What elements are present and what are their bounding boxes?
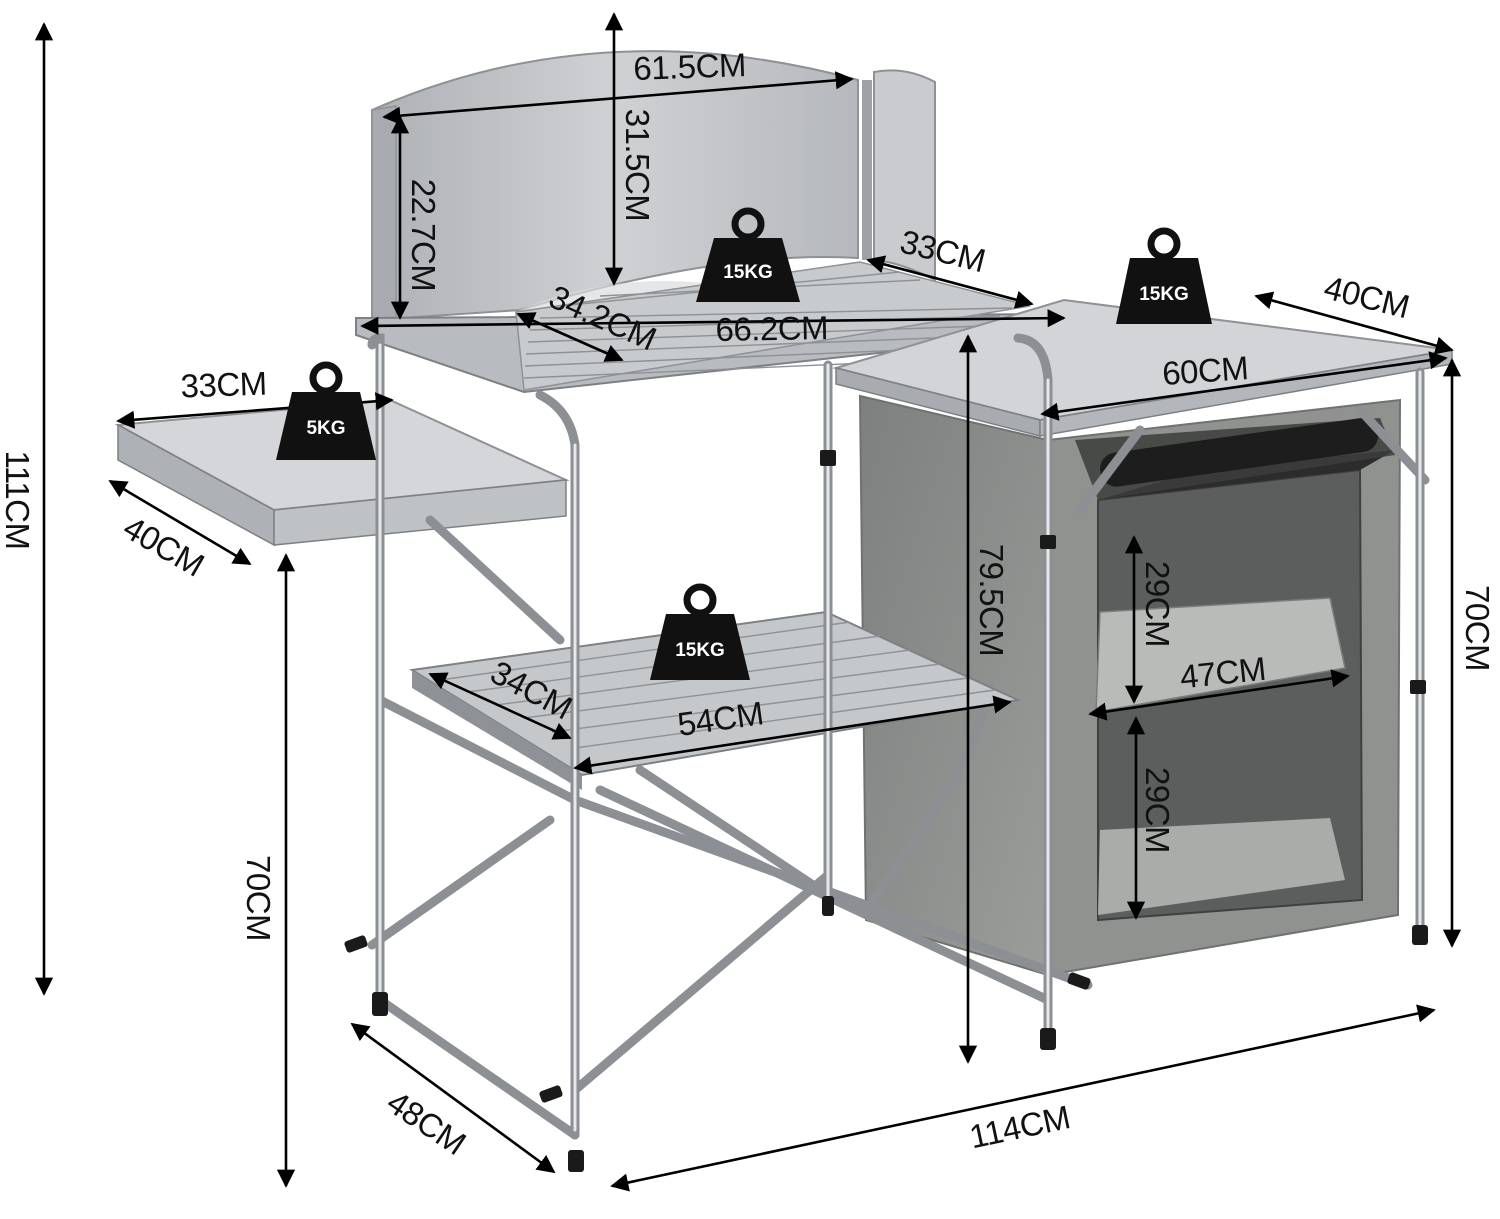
- weight-icon-grill-table: 15KG: [696, 207, 800, 302]
- label-windscreen-height-center: 31.5CM: [619, 109, 656, 222]
- label-side-table-width: 33CM: [180, 365, 267, 405]
- label-grill-table-width: 66.2CM: [715, 309, 828, 348]
- weight-icon-cabinet-top: 15KG: [1116, 227, 1212, 324]
- label-windscreen-width: 61.5CM: [633, 46, 747, 87]
- arrow-side-table-depth: [108, 479, 252, 566]
- arrow-grill-table-width: [360, 309, 1066, 335]
- label-side-table-depth: 40CM: [117, 509, 210, 584]
- arrow-cabinet-top-depth: [1254, 291, 1454, 355]
- arrow-side-wing-width: [866, 255, 1034, 309]
- label-side-table-height: 70CM: [240, 855, 277, 941]
- label-cabinet-shelf-gap-lower: 29CM: [1139, 767, 1176, 853]
- label-cabinet-shelf-width: 47CM: [1178, 650, 1267, 696]
- label-cabinet-top-width: 60CM: [1161, 349, 1249, 392]
- label-cabinet-shelf-gap-upper: 29CM: [1139, 561, 1176, 647]
- frame-tubes: [344, 333, 1430, 1172]
- weight-label-lower-shelf: 15KG: [675, 640, 725, 661]
- label-windscreen-height-side: 22.7CM: [405, 179, 442, 292]
- weight-icon-lower-shelf: 15KG: [650, 583, 750, 680]
- arrow-lower-shelf-width: [573, 695, 1012, 775]
- weight-label-grill-table: 15KG: [723, 262, 773, 283]
- dimension-arrows: [34, 12, 1462, 1192]
- weight-label-cabinet-top: 15KG: [1139, 284, 1189, 305]
- label-cabinet-height-total: 79.5CM: [973, 544, 1010, 657]
- arrow-frame-depth: [350, 1022, 556, 1174]
- arrow-cabinet-shelf-width: [1088, 669, 1350, 721]
- label-frame-depth: 48CM: [380, 1083, 472, 1162]
- arrow-total-width: [610, 1004, 1436, 1192]
- arrow-lower-shelf-depth: [428, 672, 572, 740]
- weight-label-side-table: 5KG: [306, 418, 345, 439]
- arrow-cabinet-top-width: [1040, 351, 1448, 421]
- label-cabinet-table-height: 70CM: [1459, 585, 1496, 671]
- label-total-height: 111CM: [0, 451, 36, 550]
- product-illustration: [114, 50, 1453, 1172]
- weight-icon-side-table: 5KG: [276, 361, 376, 460]
